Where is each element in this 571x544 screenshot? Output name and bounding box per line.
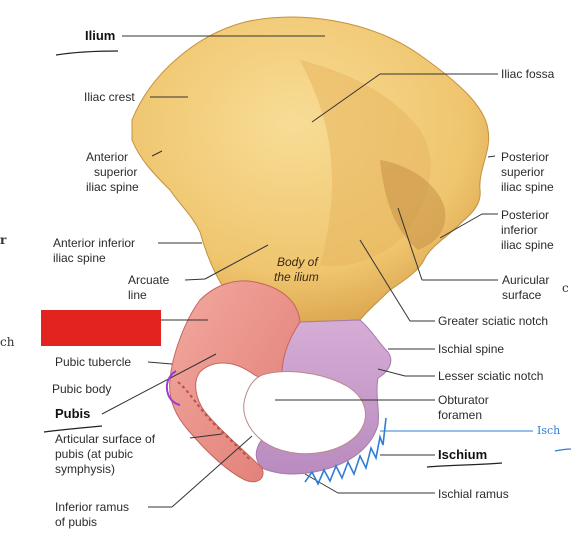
ilium-region <box>131 16 490 323</box>
obturator-foramen-hole <box>243 371 366 455</box>
label-ischial-spine: Ischial spine <box>438 342 505 356</box>
label-aiis-line2: iliac spine <box>53 251 106 265</box>
label-auricular-line1: Auricular <box>502 273 550 287</box>
label-body-line2: the ilium <box>274 270 319 284</box>
label-piis-line3: iliac spine <box>501 238 554 252</box>
handwritten-r: r <box>0 233 7 247</box>
label-psis-line2: superior <box>501 165 545 179</box>
handwritten-isch: Isch <box>537 424 561 437</box>
handwritten-ch: ch <box>0 335 15 349</box>
label-articular-line1: Articular surface of <box>55 432 156 446</box>
label-pubic-body: Pubic body <box>52 382 112 396</box>
blue-scribble-annotation <box>304 417 387 486</box>
label-psis-line1: Posterior <box>501 150 550 164</box>
blue-tick-mark <box>554 448 571 452</box>
label-articular-line3: symphysis) <box>55 462 116 476</box>
label-iliac-crest: Iliac crest <box>84 90 135 104</box>
label-greater-sciatic-notch: Greater sciatic notch <box>438 314 549 328</box>
label-asis-line3: iliac spine <box>86 180 139 194</box>
label-arcuate-line2: line <box>128 288 147 302</box>
label-lesser-sciatic-notch: Lesser sciatic notch <box>438 369 544 383</box>
label-ilium: Ilium <box>85 28 116 43</box>
handwritten-c: c <box>562 281 569 295</box>
handwritten-underlines <box>43 50 503 468</box>
auricular-surface-shape <box>380 160 446 250</box>
label-obturator-line1: Obturator <box>438 393 489 407</box>
redacted-label-box <box>41 310 161 346</box>
label-arcuate-line1: Arcuate <box>128 273 170 287</box>
pubis-region <box>169 280 301 483</box>
label-aiis-line1: Anterior inferior <box>53 236 136 250</box>
label-body-line1: Body of <box>277 255 318 269</box>
label-obturator-line2: foramen <box>438 408 483 422</box>
label-inferior-ramus-line1: Inferior ramus <box>55 500 130 514</box>
label-pubis: Pubis <box>55 406 91 421</box>
label-asis-line1: Anterior <box>86 150 129 164</box>
purple-annotation-mark <box>165 370 181 406</box>
label-piis-line1: Posterior <box>501 208 550 222</box>
label-articular-line2: pubis (at pubic <box>55 447 134 461</box>
label-piis-line2: inferior <box>501 223 538 237</box>
label-ischium: Ischium <box>438 447 488 462</box>
label-asis-line2: superior <box>94 165 138 179</box>
label-pubic-tubercle: Pubic tubercle <box>55 355 132 369</box>
label-psis-line3: iliac spine <box>501 180 554 194</box>
label-auricular-line2: surface <box>502 288 542 302</box>
label-ischial-ramus: Ischial ramus <box>438 487 509 501</box>
leader-lines <box>101 35 498 508</box>
label-inferior-ramus-line2: of pubis <box>55 515 98 529</box>
articular-surface-texture <box>177 381 251 461</box>
label-iliac-fossa: Iliac fossa <box>501 67 555 81</box>
